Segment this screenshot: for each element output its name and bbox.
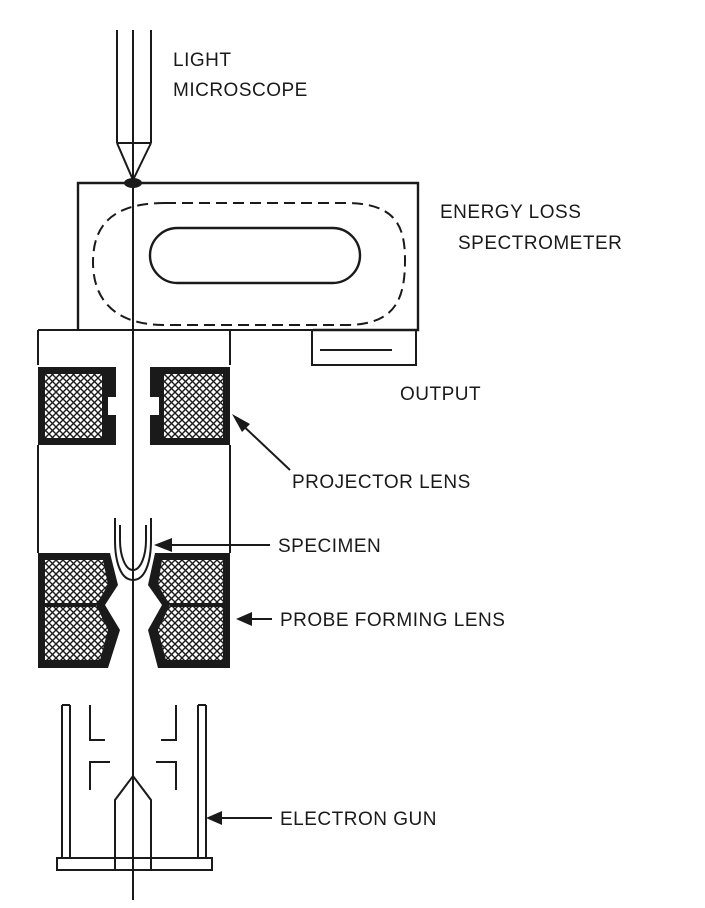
light-microscope-label-line1: LIGHT [173,50,231,71]
projector-lens-right [150,367,230,445]
light-microscope-label-line2: MICROSCOPE [173,80,308,101]
projector-lens-label: PROJECTOR LENS [292,472,471,493]
electron-gun-label: ELECTRON GUN [280,809,437,830]
specimen-holder [114,518,152,582]
spectrometer-window [148,226,362,285]
electron-gun [56,704,213,871]
column-walls [37,329,231,553]
energy-loss-spectrometer [76,181,420,366]
light-microscope [116,30,152,188]
energy-loss-label-line2: SPECTROMETER [458,233,622,254]
specimen-label: SPECIMEN [278,536,381,557]
leader-arrows [154,414,291,825]
probe-forming-lens-label: PROBE FORMING LENS [280,610,505,631]
output-label: OUTPUT [400,384,481,405]
energy-loss-label-line1: ENERGY LOSS [440,202,581,223]
probe-forming-lens-right [148,553,230,668]
projector-lens-left [38,367,117,445]
probe-forming-lens-left [38,553,120,668]
